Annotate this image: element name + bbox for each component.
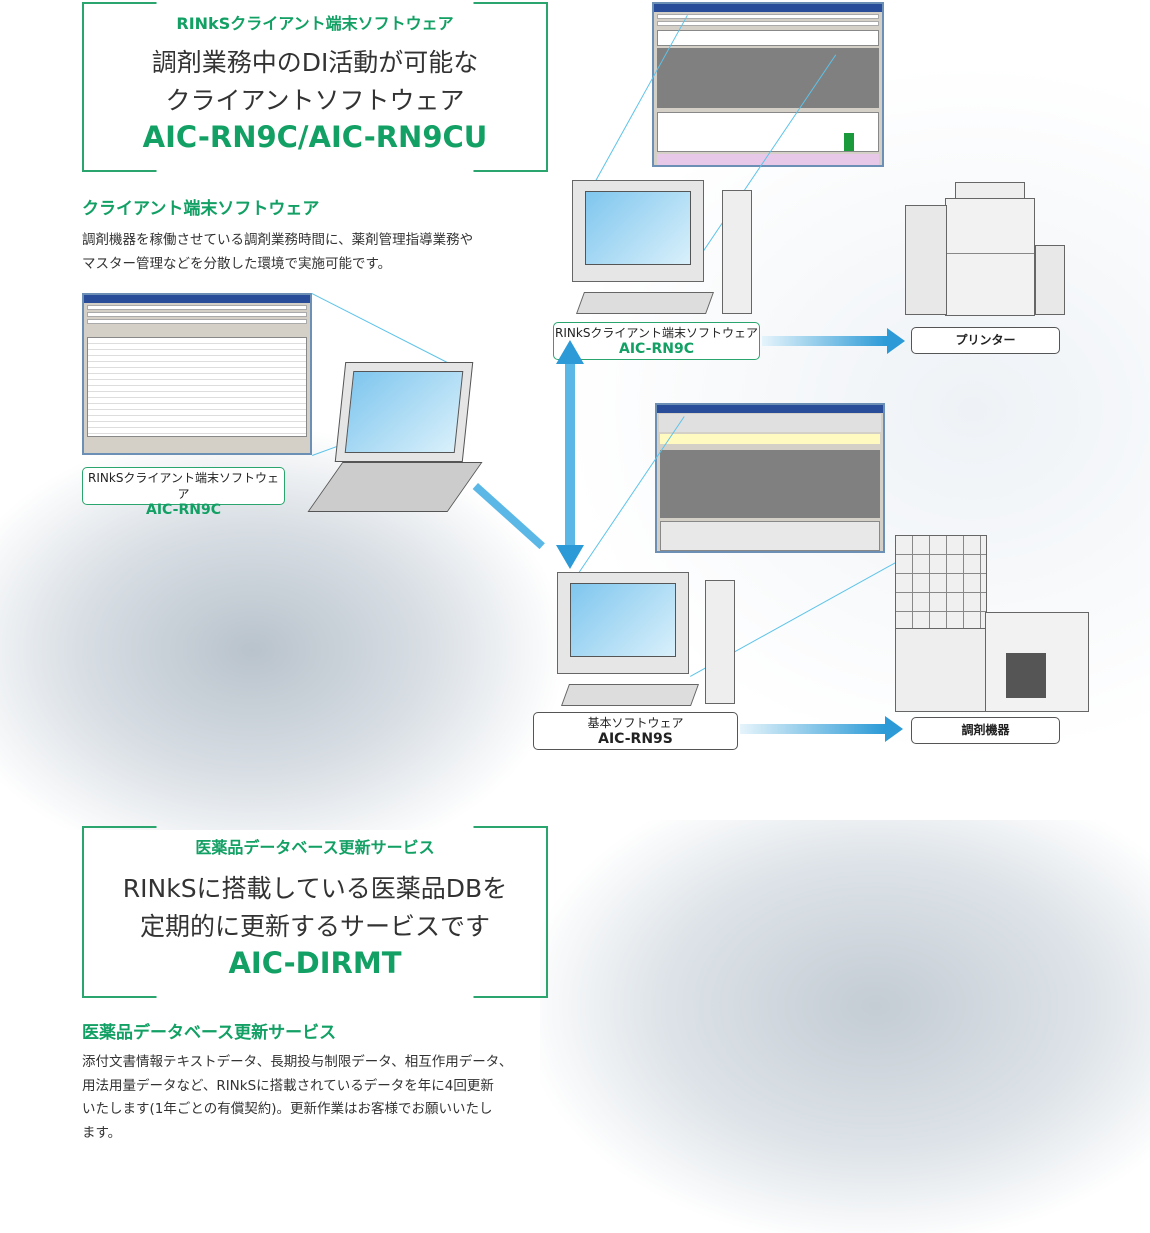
- label-name: RINkSクライアント端末ソフトウェア: [555, 326, 758, 340]
- label-model: AIC-RN9S: [598, 731, 673, 747]
- client-app-screenshot: [82, 293, 312, 455]
- body-line: 調剤機器を稼働させている調剤業務時間に、薬剤管理指導業務や: [82, 232, 474, 248]
- headline-line2: クライアントソフトウェア: [165, 86, 465, 115]
- kicker: RINkSクライアント端末ソフトウェア: [176, 14, 454, 33]
- base-software-screenshot: [655, 403, 885, 553]
- db-update-service-box: 医薬品データベース更新サービス RINkSに搭載している医薬品DBを 定期的に更…: [82, 826, 548, 998]
- client-pc-label: RINkSクライアント端末ソフトウェア AIC-RN9C: [553, 322, 760, 360]
- hard-disk-photo-background: [540, 820, 1150, 1233]
- body-line: 添付文書情報テキストデータ、長期投与制限データ、相互作用データ、: [82, 1054, 513, 1070]
- arrow-to-dispensing: [740, 716, 903, 742]
- body-text: 添付文書情報テキストデータ、長期投与制限データ、相互作用データ、 用法用量データ…: [82, 1051, 552, 1145]
- body-line: マスター管理などを分散した環境で実施可能です。: [82, 255, 392, 272]
- section-heading: 医薬品データベース更新サービス: [82, 1023, 337, 1043]
- body-text: 調剤機器を稼働させている調剤業務時間に、薬剤管理指導業務や マスター管理などを分…: [82, 229, 552, 276]
- base-pc-label: 基本ソフトウェア AIC-RN9S: [533, 712, 738, 750]
- client-pc-screenshot: [652, 2, 884, 167]
- client-software-box: RINkSクライアント端末ソフトウェア 調剤業務中のDI活動が可能な クライアン…: [82, 2, 548, 172]
- dispensing-label: 調剤機器: [911, 717, 1060, 744]
- label-name: RINkSクライアント端末ソフトウェア: [88, 471, 279, 501]
- label-model: AIC-RN9C: [146, 502, 221, 518]
- label-name: 基本ソフトウェア: [587, 716, 684, 730]
- body-line: ます。: [82, 1124, 122, 1141]
- body-line: 用法用量データなど、RINkSに搭載されているデータを年に4回更新: [82, 1077, 494, 1094]
- printer-label: プリンター: [911, 327, 1060, 354]
- model-name: AIC-DIRMT: [228, 946, 402, 980]
- label-model: AIC-RN9C: [619, 341, 694, 357]
- laptop-label: RINkSクライアント端末ソフトウェア AIC-RN9C: [82, 467, 285, 518]
- body-line: いたします(1年ごとの有償契約)。更新作業はお客様でお願いいたし: [82, 1101, 493, 1117]
- section-heading: クライアント端末ソフトウェア: [82, 199, 320, 219]
- headline-line2: 定期的に更新するサービスです: [139, 912, 490, 941]
- headline-line1: RINkSに搭載している医薬品DBを: [122, 874, 508, 903]
- arrow-to-printer: [762, 328, 905, 354]
- headline-line1: 調剤業務中のDI活動が可能な: [151, 48, 479, 77]
- model-name: AIC-RN9C/AIC-RN9CU: [142, 120, 488, 154]
- kicker: 医薬品データベース更新サービス: [195, 838, 435, 857]
